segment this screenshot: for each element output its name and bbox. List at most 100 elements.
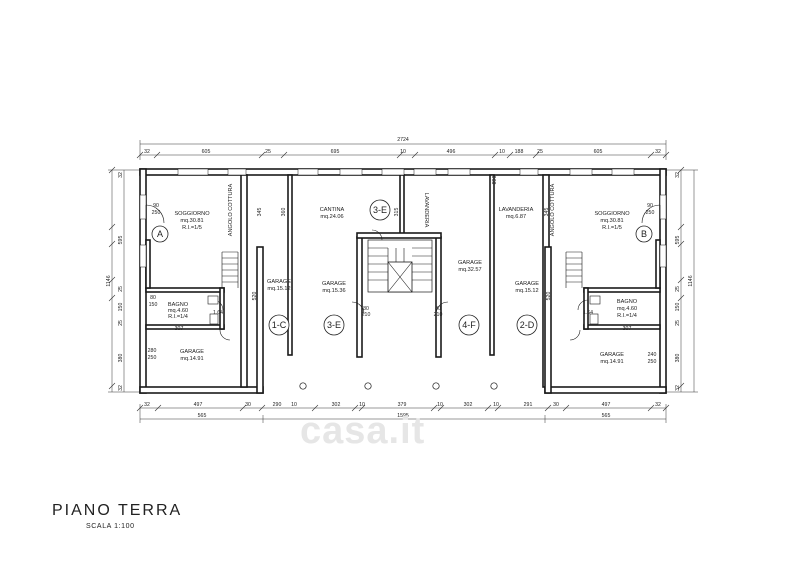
svg-text:mq.30.81: mq.30.81 [600, 218, 623, 224]
svg-text:150: 150 [118, 303, 124, 312]
svg-text:380: 380 [675, 354, 681, 363]
unit-3e-label: 3-E [327, 320, 341, 330]
windows [139, 168, 667, 268]
unit-1c-label: 1-C [272, 320, 287, 330]
svg-text:1146: 1146 [106, 275, 112, 286]
scale-label: SCALA 1:100 [86, 523, 135, 530]
svg-text:1146: 1146 [688, 275, 694, 286]
svg-text:mq.4.60: mq.4.60 [168, 308, 188, 314]
unit-a-label: A [157, 229, 163, 239]
svg-text:R.I.=1/4: R.I.=1/4 [168, 314, 188, 320]
svg-text:32: 32 [144, 149, 150, 155]
svg-text:496: 496 [447, 149, 456, 155]
unit-b-label: B [641, 229, 647, 239]
dims-right: 1146 32 595 25 150 25 380 32 [675, 172, 694, 391]
svg-text:32: 32 [655, 149, 661, 155]
svg-text:32: 32 [675, 172, 681, 178]
svg-text:595: 595 [118, 236, 124, 245]
svg-text:mq.15.36: mq.15.36 [322, 288, 345, 294]
svg-text:380: 380 [118, 354, 124, 363]
unit-3e-cantina-label: 3-E [373, 205, 387, 215]
svg-text:150: 150 [149, 302, 158, 308]
svg-text:345: 345 [544, 208, 550, 217]
svg-text:32: 32 [655, 402, 661, 408]
svg-text:250: 250 [646, 210, 655, 216]
stairwell [221, 239, 583, 293]
svg-text:565: 565 [198, 413, 207, 419]
svg-text:mq.32.57: mq.32.57 [458, 267, 481, 273]
lavanderia-vertical: LAVANDERIA [423, 193, 429, 228]
svg-text:250: 250 [648, 359, 657, 365]
svg-text:mq.15.12: mq.15.12 [515, 288, 538, 294]
watermark: casa.it [300, 410, 426, 452]
svg-text:605: 605 [202, 149, 211, 155]
svg-text:90: 90 [153, 203, 159, 209]
bagno-left-name: BAGNO [168, 302, 189, 308]
svg-text:290: 290 [273, 402, 282, 408]
svg-text:302: 302 [332, 402, 341, 408]
unit-markers: A B 1-C 3-E 3-E 4-F 2-D [151, 199, 653, 336]
svg-text:250: 250 [152, 210, 161, 216]
unit-2d-label: 2-D [520, 320, 535, 330]
svg-text:280: 280 [148, 348, 157, 354]
lavanderia-name: LAVANDERIA [499, 207, 534, 213]
bagno-right-name: BAGNO [617, 299, 638, 305]
svg-text:mq.30.81: mq.30.81 [180, 218, 203, 224]
svg-text:25: 25 [265, 149, 271, 155]
svg-text:565: 565 [602, 413, 611, 419]
svg-text:595: 595 [675, 236, 681, 245]
svg-text:520: 520 [252, 292, 258, 301]
svg-text:520: 520 [546, 292, 552, 301]
garage-right-name: GARAGE [600, 352, 624, 358]
svg-text:307: 307 [175, 326, 184, 332]
svg-text:210: 210 [362, 312, 371, 318]
portico-columns [299, 382, 498, 390]
soggiorno-right-name: SOGGIORNO [594, 211, 630, 217]
svg-text:90: 90 [647, 203, 653, 209]
svg-text:210: 210 [434, 312, 443, 318]
page-title: PIANO TERRA [52, 502, 183, 519]
angolo-cottura-left: ANGOLO COTTURA [228, 183, 234, 236]
garage-4f-name: GARAGE [458, 260, 482, 266]
svg-text:250: 250 [148, 355, 157, 361]
dims-left: 1146 32 595 25 150 25 380 32 [106, 172, 124, 391]
dims-top: 32 605 25 695 10 496 10 188 25 605 32 [144, 149, 661, 155]
svg-text:32: 32 [144, 402, 150, 408]
svg-text:379: 379 [398, 402, 407, 408]
svg-text:32: 32 [675, 385, 681, 391]
svg-text:80: 80 [435, 306, 441, 312]
svg-text:mq.6.87: mq.6.87 [506, 214, 526, 220]
bathroom-fixtures [207, 295, 601, 325]
cantina-name: CANTINA [320, 207, 345, 213]
svg-text:mq.15.12: mq.15.12 [267, 286, 290, 292]
room-labels: SOGGIORNO mq.30.81 R.I.=1/5 SOGGIORNO mq… [168, 183, 638, 365]
svg-text:605: 605 [594, 149, 603, 155]
svg-text:10: 10 [437, 402, 443, 408]
svg-text:25: 25 [118, 320, 124, 326]
svg-text:890: 890 [492, 176, 498, 185]
svg-text:25: 25 [118, 286, 124, 292]
garage-1c-name: GARAGE [267, 279, 291, 285]
svg-text:32: 32 [118, 385, 124, 391]
dimension-lines: 2724 [108, 137, 698, 423]
svg-text:mq.24.06: mq.24.06 [320, 214, 343, 220]
svg-text:80: 80 [363, 306, 369, 312]
svg-text:1595: 1595 [397, 413, 409, 419]
garage-3e-name: GARAGE [322, 281, 346, 287]
svg-text:10: 10 [291, 402, 297, 408]
garage-2d-name: GARAGE [515, 281, 539, 287]
svg-text:R.I.=1/5: R.I.=1/5 [602, 225, 622, 231]
svg-text:10: 10 [499, 149, 505, 155]
svg-text:188: 188 [515, 149, 524, 155]
svg-text:10: 10 [493, 402, 499, 408]
svg-text:307: 307 [623, 326, 632, 332]
svg-text:360: 360 [281, 208, 287, 217]
svg-text:497: 497 [602, 402, 611, 408]
soggiorno-left-name: SOGGIORNO [174, 211, 210, 217]
svg-text:291: 291 [524, 402, 533, 408]
svg-text:302: 302 [464, 402, 473, 408]
svg-text:25: 25 [537, 149, 543, 155]
svg-text:80: 80 [150, 295, 156, 301]
svg-text:10: 10 [400, 149, 406, 155]
